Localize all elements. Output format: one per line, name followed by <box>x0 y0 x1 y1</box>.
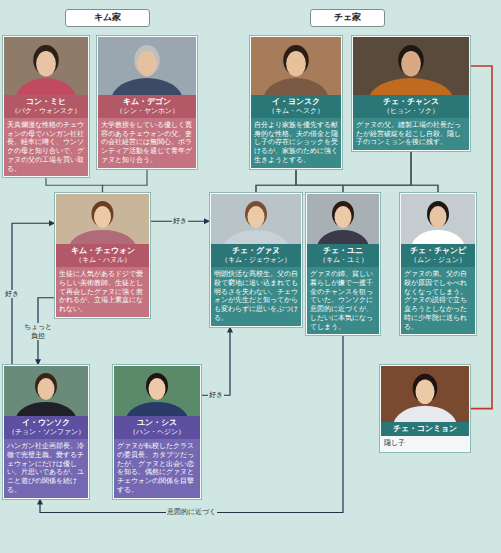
character-name: チェ・グァヌ <box>214 246 298 256</box>
relationship-label: 好き <box>208 391 224 399</box>
character-card: チェ・チャンス（ヒョン・ソク）グァヌの父。縫製工場の社長だったが経営破綻を起こし… <box>352 36 470 151</box>
portrait-photo <box>114 366 200 416</box>
character-description: 大学教授をしている優しく寛容のあるチェウォンの父。妻の会社経営には無関心。ボラン… <box>98 118 196 168</box>
portrait-photo <box>4 366 88 416</box>
arrow-head <box>37 499 43 505</box>
character-card: イ・ヨンスク（キム・ヘスク）自分より家族を優先する献身的な性格。夫の借金と隠し子… <box>250 36 342 169</box>
character-description: グァヌの弟。父の自殺が原因でしゃべれなくなってしまう。グァヌの説得で立ち直ろうと… <box>401 267 475 334</box>
character-description: グァヌの父。縫製工場の社長だったが経営破綻を起こし自殺。隠し子のコンミョンを後に… <box>353 118 469 150</box>
character-name: チェ・チャンピ <box>404 246 472 256</box>
name-header: チェ・グァヌ（キム・ジェウォン） <box>211 244 301 267</box>
character-name: イ・ヨンスク <box>254 97 338 107</box>
portrait-photo <box>56 194 149 244</box>
character-description: 生徒に人気があるドジで愛らしい美術教師。生徒として再会したグァヌに強く惹かれるが… <box>56 267 149 317</box>
family-line <box>296 169 438 194</box>
character-description: ハンガン社企画部長。冷徹で完璧主義。愛するチェウォンにだけは優しい。片思いである… <box>4 439 88 498</box>
actor-name: （ヒョン・ソク） <box>356 107 466 116</box>
family-line <box>103 169 148 194</box>
family-line <box>411 151 438 193</box>
connector-line <box>201 327 230 396</box>
portrait-photo <box>98 37 196 95</box>
actor-name: （シン・ヤンホン） <box>101 107 193 116</box>
connector-line <box>343 151 411 193</box>
actor-name: （チョン・ソンファン） <box>7 428 85 437</box>
character-description: グァヌの姉。貧しい暮らしが嫌で一攫千金のチャンスを狙っていた。ウンソクに意図的に… <box>307 267 379 334</box>
relationship-arrow <box>201 327 233 396</box>
portrait-photo <box>251 37 341 95</box>
relationship-label: 好き <box>4 290 20 298</box>
connector-line <box>296 169 438 194</box>
character-card: チェ・ユニ（キム・ユミ）グァヌの姉。貧しい暮らしが嫌で一攫千金のチャンスを狙って… <box>306 193 380 335</box>
family-label-box: チェ家 <box>310 9 385 27</box>
family-line <box>343 151 411 193</box>
name-header: チェ・ユニ（キム・ユミ） <box>307 244 379 267</box>
family-label-box: キム家 <box>65 9 150 27</box>
character-description: 自分より家族を優先する献身的な性格。夫の借金と隠し子の存在にショックを受けるが、… <box>251 118 341 168</box>
character-card: キム・チェウォン（キム・ハヌル）生徒に人気があるドジで愛らしい美術教師。生徒とし… <box>55 193 150 318</box>
family-name: チェ家 <box>314 12 381 24</box>
character-name: チェ・コンミョン <box>384 424 466 434</box>
actor-name: （ハン・ヘジン） <box>117 428 197 437</box>
character-description: グァヌが転校したクラスの委員長。カタブツだったが、グァヌと出会い恋を知る。偶然に… <box>114 439 200 498</box>
portrait-photo <box>401 194 475 244</box>
connector-line <box>411 151 438 193</box>
name-header: キム・チェウォン（キム・ハヌル） <box>56 244 149 267</box>
character-card: チェ・グァヌ（キム・ジェウォン）明朗快活な高校生。父の自殺で窮地に追い込まれても… <box>210 193 302 326</box>
connector-line <box>46 177 103 193</box>
portrait-photo <box>4 37 88 95</box>
character-name: イ・ウンソク <box>7 418 85 428</box>
character-name: コン・ミヒ <box>7 97 85 107</box>
arrow-head <box>227 327 233 333</box>
character-description: 天真爛漫な性格のチェウォンの母でハンガン社社長。軽率に噂く、ウンソクの母と知り合… <box>4 118 88 177</box>
character-card: イ・ウンソク（チョン・ソンファン）ハンガン社企画部長。冷徹で完璧主義。愛するチェ… <box>3 365 89 498</box>
relationship-label: 好き <box>172 217 188 225</box>
name-header: イ・ヨンスク（キム・ヘスク） <box>251 95 341 118</box>
family-line <box>296 169 343 194</box>
name-header: コン・ミヒ（パク・ウォンスク） <box>4 95 88 118</box>
character-name: キム・チェウォン <box>59 246 146 256</box>
family-line <box>256 169 296 194</box>
character-card: コン・ミヒ（パク・ウォンスク）天真爛漫な性格のチェウォンの母でハンガン社社長。軽… <box>3 36 89 177</box>
character-name: チェ・チャンス <box>356 97 466 107</box>
character-name: キム・デゴン <box>101 97 193 107</box>
character-card: チェ・チャンピ（ムン・ジュン）グァヌの弟。父の自殺が原因でしゃべれなくなってしま… <box>400 193 476 335</box>
actor-name: （キム・ヘスク） <box>254 107 338 116</box>
character-name: ユン・シス <box>117 418 197 428</box>
connector-line <box>103 169 148 194</box>
name-header: キム・デゴン（シン・ヤンホン） <box>98 95 196 118</box>
actor-name: （キム・ユミ） <box>310 256 376 265</box>
connector-line <box>296 169 343 194</box>
character-description: 明朗快活な高校生。父の自殺で窮地に追い込まれても明るさを失わない。チェウォンが先… <box>211 267 301 326</box>
name-header: ユン・シス（ハン・ヘジン） <box>114 416 200 439</box>
character-card: チェ・コンミョン隠し子 <box>380 365 470 452</box>
name-header: チェ・コンミョン <box>381 422 469 436</box>
character-name: チェ・ユニ <box>310 246 376 256</box>
character-description: 隠し子 <box>381 436 469 451</box>
relationship-label: 意図的に近づく <box>166 508 217 516</box>
name-header: チェ・チャンピ（ムン・ジュン） <box>401 244 475 267</box>
portrait-photo <box>307 194 379 244</box>
actor-name: （キム・ハヌル） <box>59 256 146 265</box>
family-name: キム家 <box>69 12 146 24</box>
relationship-label: ちょっと負担 <box>22 323 54 340</box>
name-header: チェ・チャンス（ヒョン・ソク） <box>353 95 469 118</box>
family-line <box>46 177 103 193</box>
actor-name: （キム・ジェウォン） <box>214 256 298 265</box>
portrait-photo <box>353 37 469 95</box>
connector-line <box>256 169 296 194</box>
actor-name: （パク・ウォンスク） <box>7 107 85 116</box>
portrait-photo <box>381 366 469 422</box>
actor-name: （ムン・ジュン） <box>404 256 472 265</box>
character-card: ユン・シス（ハン・ヘジン）グァヌが転校したクラスの委員長。カタブツだったが、グァ… <box>113 365 201 498</box>
name-header: イ・ウンソク（チョン・ソンファン） <box>4 416 88 439</box>
portrait-photo <box>211 194 301 244</box>
character-card: キム・デゴン（シン・ヤンホン）大学教授をしている優しく寛容のあるチェウォンの父。… <box>97 36 197 169</box>
